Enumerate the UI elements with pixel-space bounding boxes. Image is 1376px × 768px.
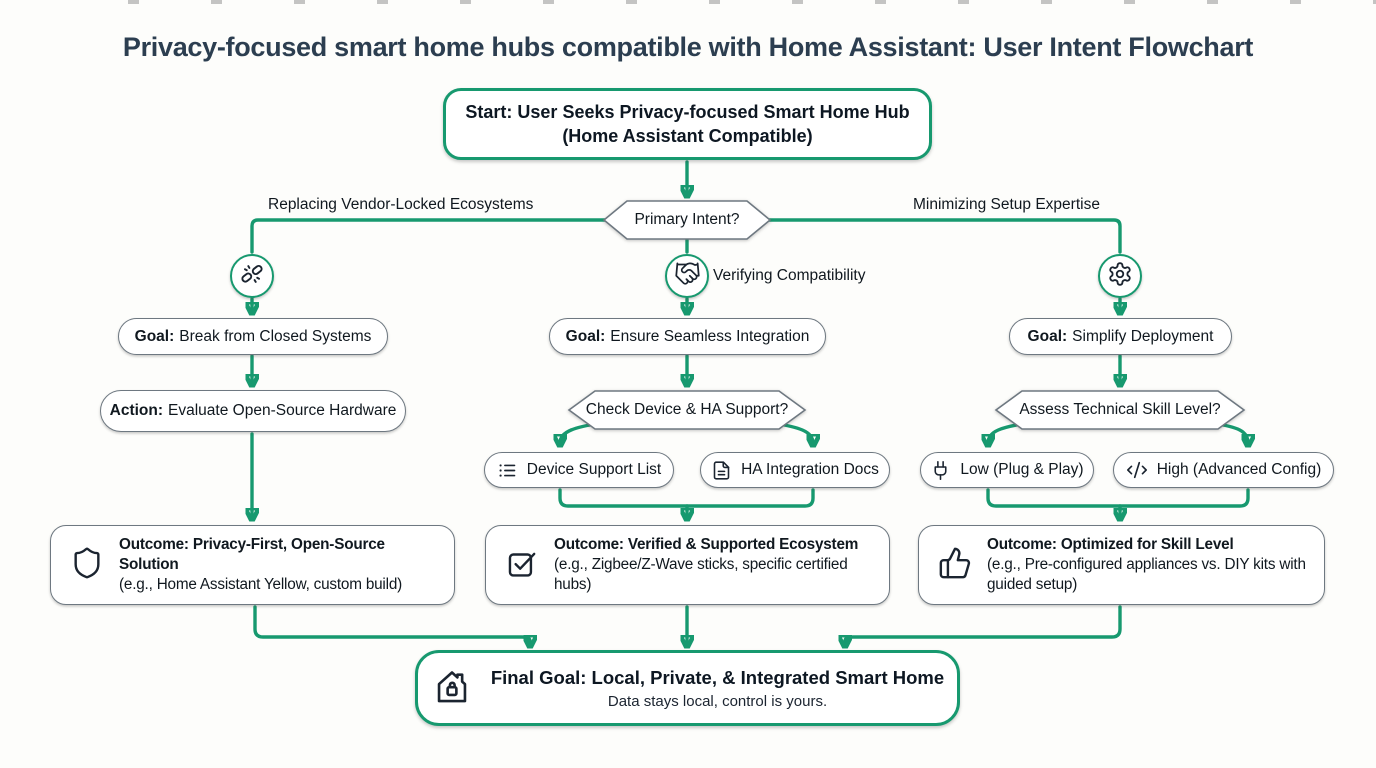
primary-intent-decision: Primary Intent? xyxy=(602,200,772,240)
broken-link-icon xyxy=(239,261,265,292)
resource-device-support-list: Device Support List xyxy=(484,452,674,488)
list-icon xyxy=(497,460,518,481)
assess-skill-label: Assess Technical Skill Level? xyxy=(1019,401,1221,418)
thumbs-up-icon xyxy=(938,546,972,585)
gear-icon xyxy=(1107,261,1133,292)
outcome-subtitle: (e.g., Home Assistant Yellow, custom bui… xyxy=(119,576,403,594)
action-node: Action:Evaluate Open-Source Hardware xyxy=(100,390,406,432)
branch-circle-left xyxy=(230,254,274,298)
checkbox-icon xyxy=(505,546,539,585)
resource-label: High (Advanced Config) xyxy=(1156,461,1322,478)
start-line2: (Home Assistant Compatible) xyxy=(562,126,813,146)
outcome-title: Outcome: Verified & Supported Ecosystem xyxy=(554,535,859,553)
assess-skill-decision: Assess Technical Skill Level? xyxy=(994,390,1246,430)
handshake-icon xyxy=(674,260,701,292)
resource-label: HA Integration Docs xyxy=(741,461,879,478)
outcome-node-verified-ecosystem: Outcome: Verified & Supported Ecosystem … xyxy=(485,525,890,605)
document-icon xyxy=(711,460,732,481)
resource-high-advanced-config: High (Advanced Config) xyxy=(1113,452,1334,488)
check-device-label: Check Device & HA Support? xyxy=(585,401,789,418)
action-prefix: Action: xyxy=(109,402,164,419)
page-title: Privacy-focused smart home hubs compatib… xyxy=(122,32,1254,62)
check-device-decision: Check Device & HA Support? xyxy=(567,390,807,430)
outcome-node-skill-optimized: Outcome: Optimized for Skill Level (e.g.… xyxy=(918,525,1325,605)
start-node: Start: User Seeks Privacy-focused Smart … xyxy=(443,88,932,160)
goal-prefix: Goal: xyxy=(134,327,175,345)
code-icon xyxy=(1126,459,1148,481)
goal-prefix: Goal: xyxy=(1027,327,1068,345)
final-title: Final Goal: Local, Private, & Integrated… xyxy=(490,666,945,688)
branch-circle-right xyxy=(1098,254,1142,298)
branch-label-right: Minimizing Setup Expertise xyxy=(913,196,1100,213)
resource-label: Low (Plug & Play) xyxy=(960,461,1084,478)
final-subtitle: Data stays local, control is yours. xyxy=(607,693,828,711)
goal-node-left: Goal:Break from Closed Systems xyxy=(118,318,388,355)
top-crop-artifact xyxy=(128,0,1376,4)
start-line1: Start: User Seeks Privacy-focused Smart … xyxy=(465,101,910,122)
final-goal-node: Final Goal: Local, Private, & Integrated… xyxy=(415,650,960,726)
house-lock-icon xyxy=(431,665,473,712)
goal-text: Ensure Seamless Integration xyxy=(610,327,810,345)
outcome-subtitle: (e.g., Zigbee/Z-Wave sticks, specific ce… xyxy=(554,555,848,594)
goal-node-middle: Goal:Ensure Seamless Integration xyxy=(549,318,826,355)
goal-prefix: Goal: xyxy=(565,327,606,345)
branch-circle-middle xyxy=(665,254,709,298)
resource-ha-integration-docs: HA Integration Docs xyxy=(700,452,890,488)
branch-label-middle: Verifying Compatibility xyxy=(713,267,866,284)
resource-low-plug-and-play: Low (Plug & Play) xyxy=(920,452,1094,488)
plug-icon xyxy=(930,460,951,481)
outcome-subtitle: (e.g., Pre-configured appliances vs. DIY… xyxy=(987,555,1306,594)
goal-node-right: Goal:Simplify Deployment xyxy=(1009,318,1232,355)
shield-icon xyxy=(70,546,104,585)
branch-label-left: Replacing Vendor-Locked Ecosystems xyxy=(268,196,534,213)
goal-text: Break from Closed Systems xyxy=(179,327,372,345)
outcome-node-privacy-first: Outcome: Privacy-First, Open-Source Solu… xyxy=(50,525,455,605)
resource-label: Device Support List xyxy=(526,461,662,478)
outcome-title: Outcome: Optimized for Skill Level xyxy=(987,535,1234,553)
goal-text: Simplify Deployment xyxy=(1072,327,1214,345)
outcome-title: Outcome: Privacy-First, Open-Source Solu… xyxy=(119,535,385,573)
action-text: Evaluate Open-Source Hardware xyxy=(168,402,397,419)
primary-intent-label: Primary Intent? xyxy=(634,211,740,228)
